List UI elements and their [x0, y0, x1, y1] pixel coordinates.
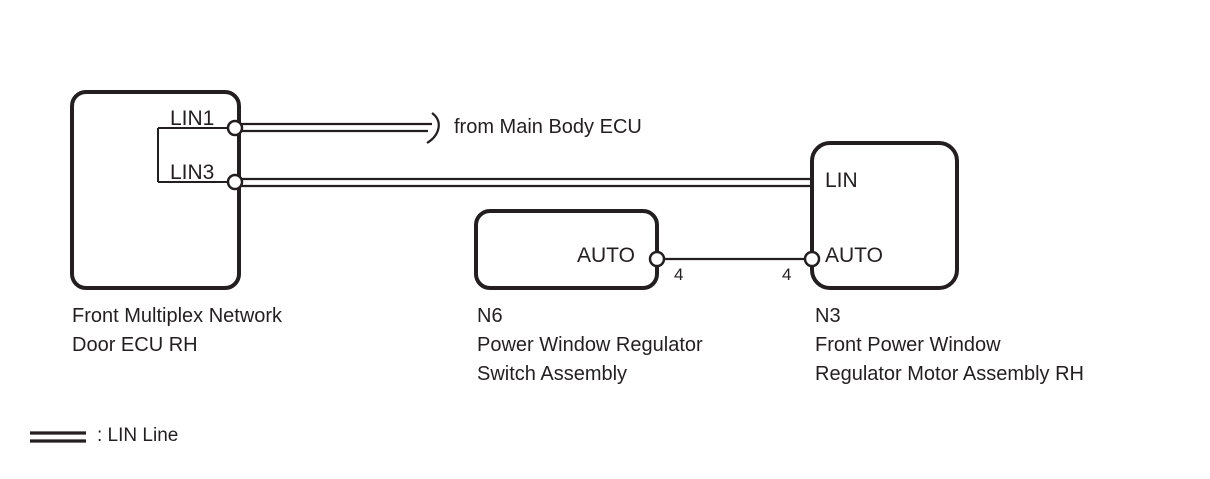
wire-number-right: 4 — [782, 265, 792, 284]
caption-switch-code: N6 — [477, 305, 503, 327]
pin-label-switch-auto: AUTO — [577, 244, 635, 267]
pin-label-lin1: LIN1 — [170, 107, 215, 130]
annotation-from-main-body-ecu: from Main Body ECU — [454, 116, 642, 138]
caption-ecu-rh-line2: Door ECU RH — [72, 334, 198, 356]
caption-motor-line1: Front Power Window — [815, 334, 1001, 356]
pin-label-lin3: LIN3 — [170, 161, 215, 184]
wire-number-left: 4 — [674, 265, 684, 284]
pin-node-lin1 — [226, 119, 244, 137]
block-front-power-window-regulator-motor-assembly-rh — [810, 141, 959, 290]
pin-node-switch-auto — [648, 250, 666, 268]
caption-motor-code: N3 — [815, 305, 841, 327]
lin-line-symbol — [30, 431, 86, 443]
caption-ecu-rh-line1: Front Multiplex Network — [72, 305, 283, 327]
caption-motor-line2: Regulator Motor Assembly RH — [815, 363, 1084, 385]
pin-label-motor-auto: AUTO — [825, 244, 883, 267]
block-power-window-regulator-switch-assembly — [474, 209, 659, 290]
wire-lin1-hook — [426, 112, 440, 144]
caption-switch-line2: Switch Assembly — [477, 363, 628, 385]
pin-label-motor-lin: LIN — [825, 169, 858, 192]
block-front-multiplex-network-door-ecu-rh — [70, 90, 241, 290]
caption-switch-line1: Power Window Regulator — [477, 334, 703, 356]
pin-node-lin3 — [226, 173, 244, 191]
legend-label: : LIN Line — [97, 425, 179, 446]
pin-node-motor-auto — [803, 250, 821, 268]
